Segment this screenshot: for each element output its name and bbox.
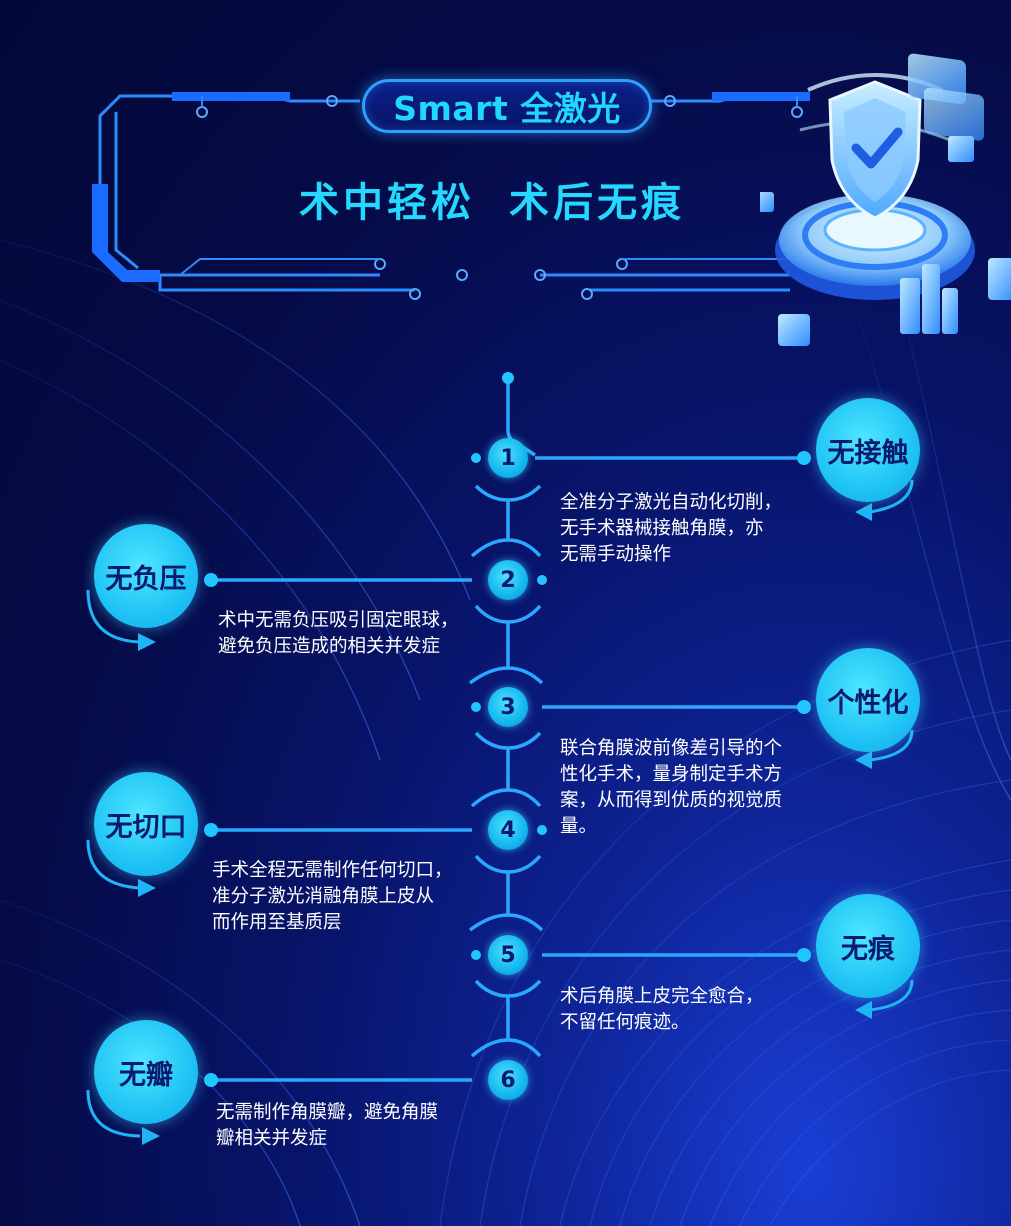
step-4-description: 手术全程无需制作任何切口， 准分子激光消融角膜上皮从 而作用至基质层	[212, 858, 453, 936]
step-5-description: 术后角膜上皮完全愈合， 不留任何痕迹。	[560, 984, 764, 1036]
step-number-1: 1	[488, 438, 528, 478]
badge-personalized: 个性化	[816, 648, 920, 752]
desc-line: 准分子激光消融角膜上皮从	[212, 886, 435, 907]
desc-line: 量。	[560, 816, 598, 837]
shield-check-icon	[760, 53, 1011, 346]
subtitle-left: 术中轻松	[299, 180, 475, 226]
badge-label: 个性化	[827, 687, 909, 719]
step-number-5: 5	[488, 935, 528, 975]
step-number-2: 2	[488, 560, 528, 600]
badge-no-flap: 无瓣	[94, 1020, 198, 1124]
desc-line: 术后角膜上皮完全愈合，	[560, 986, 764, 1007]
step-1-description: 全准分子激光自动化切削， 无手术器械接触角膜，亦 无需手动操作	[560, 490, 782, 568]
badge-label: 无瓣	[119, 1059, 173, 1091]
desc-line: 案，从而得到优质的视觉质	[560, 790, 783, 811]
step-number-3: 3	[488, 687, 528, 727]
desc-line: 瓣相关并发症	[216, 1128, 328, 1149]
step-number-6: 6	[488, 1060, 528, 1100]
badge-no-incision: 无切口	[94, 772, 198, 876]
desc-line: 无需制作角膜瓣，避免角膜	[216, 1102, 439, 1123]
header-circuit-frame	[92, 92, 810, 300]
step-6-description: 无需制作角膜瓣，避免角膜 瓣相关并发症	[216, 1100, 438, 1152]
desc-line: 无需手动操作	[560, 544, 672, 565]
step-3-description: 联合角膜波前像差引导的个 性化手术，量身制定手术方 案，从而得到优质的视觉质 量…	[560, 736, 782, 840]
desc-line: 联合角膜波前像差引导的个	[560, 738, 783, 759]
desc-line: 无手术器械接触角膜，亦	[560, 518, 764, 539]
step-number-4: 4	[488, 810, 528, 850]
desc-line: 术中无需负压吸引固定眼球，	[218, 610, 459, 631]
desc-line: 不留任何痕迹。	[560, 1012, 690, 1033]
desc-line: 而作用至基质层	[212, 912, 342, 933]
badge-label: 无切口	[105, 811, 187, 843]
page-title: Smart 全激光	[393, 89, 621, 128]
subtitle: 术中轻松术后无痕	[292, 170, 692, 228]
step-2-description: 术中无需负压吸引固定眼球， 避免负压造成的相关并发症	[218, 608, 459, 660]
badge-label: 无接触	[827, 437, 909, 469]
arrow-curve-icon	[869, 479, 914, 514]
desc-line: 全准分子激光自动化切削，	[560, 492, 783, 513]
subtitle-right: 术后无痕	[509, 180, 685, 226]
badge-no-contact: 无接触	[816, 398, 920, 502]
desc-line: 避免负压造成的相关并发症	[218, 636, 441, 657]
title-pill: Smart 全激光	[362, 79, 652, 133]
badge-no-suction: 无负压	[94, 524, 198, 628]
badge-label: 无负压	[105, 563, 187, 595]
badge-no-scar: 无痕	[816, 894, 920, 998]
desc-line: 性化手术，量身制定手术方	[560, 764, 783, 785]
desc-line: 手术全程无需制作任何切口，	[212, 860, 453, 881]
badge-label: 无痕	[841, 933, 895, 965]
